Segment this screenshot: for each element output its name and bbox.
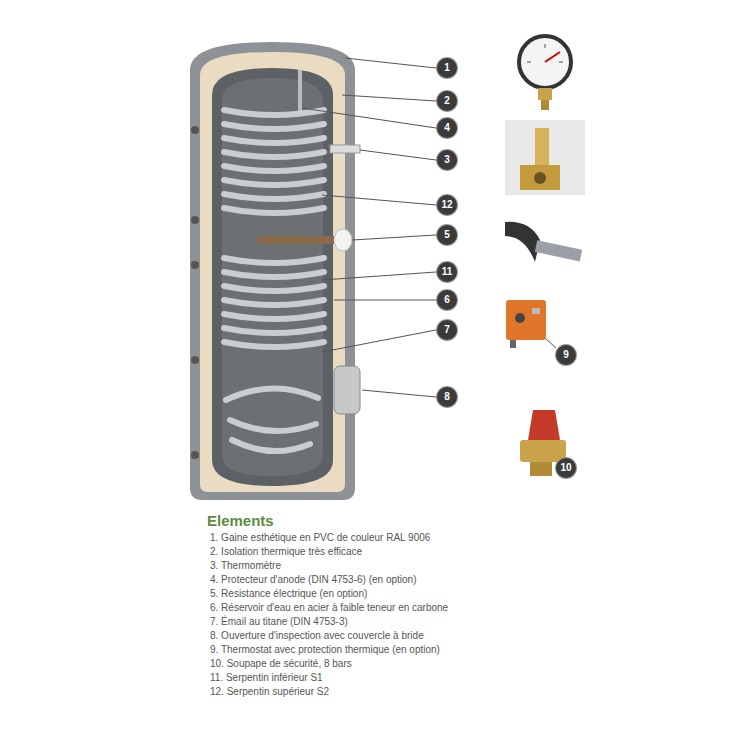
list-item: 1. Gaine esthétique en PVC de couleur RA… xyxy=(210,532,430,544)
thermostat-picture xyxy=(506,300,546,348)
callout-number: 7 xyxy=(437,320,457,340)
connections xyxy=(191,126,199,459)
callout-number: 9 xyxy=(556,345,576,365)
list-item: 12. Serpentin supérieur S2 xyxy=(210,686,329,698)
leader-lines xyxy=(302,58,556,462)
list-item: 6. Réservoir d'eau en acier à faible ten… xyxy=(210,602,448,614)
thermometer-picture xyxy=(519,36,571,110)
callout-number: 6 xyxy=(437,290,457,310)
list-item: 11. Serpentin inférieur S1 xyxy=(210,672,323,684)
tank-shade xyxy=(222,78,323,476)
list-item: 3. Thermomètre xyxy=(210,560,281,572)
thermometer-stub xyxy=(330,145,360,153)
list-item: 10. Soupape de sécurité, 8 bars xyxy=(210,658,352,670)
callout-number: 3 xyxy=(437,150,457,170)
callout-number: 8 xyxy=(437,387,457,407)
callout-number: 10 xyxy=(556,458,576,478)
upper-coil xyxy=(224,110,324,213)
callout-number: 11 xyxy=(437,262,457,282)
list-item: 4. Protecteur d'anode (DIN 4753-6) (en o… xyxy=(210,574,416,586)
bottom-coil xyxy=(226,388,318,451)
inspection-flange xyxy=(334,366,360,414)
heater-element xyxy=(258,236,338,244)
anode-picture xyxy=(505,222,582,262)
callout-number: 4 xyxy=(437,118,457,138)
list-item: 7. Émail au titane (DIN 4753-3) xyxy=(210,616,348,628)
anode-rod xyxy=(298,70,302,112)
callout-number: 2 xyxy=(437,91,457,111)
lower-coil xyxy=(224,258,324,347)
list-item: 9. Thermostat avec protection thermique … xyxy=(210,644,440,656)
list-item: 8. Ouverture d'inspection avec couvercle… xyxy=(210,630,424,642)
callout-number: 12 xyxy=(437,195,457,215)
sleeve-picture xyxy=(505,120,585,195)
casing xyxy=(190,42,355,500)
callout-number: 1 xyxy=(437,58,457,78)
list-title: Elements xyxy=(207,512,274,529)
callout-number: 5 xyxy=(437,225,457,245)
inner-tank xyxy=(212,68,333,486)
list-item: 5. Resistance électrique (en option) xyxy=(210,588,367,600)
list-item: 2. Isolation thermique très efficace xyxy=(210,546,362,558)
insulation xyxy=(200,52,345,492)
heater-cap xyxy=(334,229,352,251)
